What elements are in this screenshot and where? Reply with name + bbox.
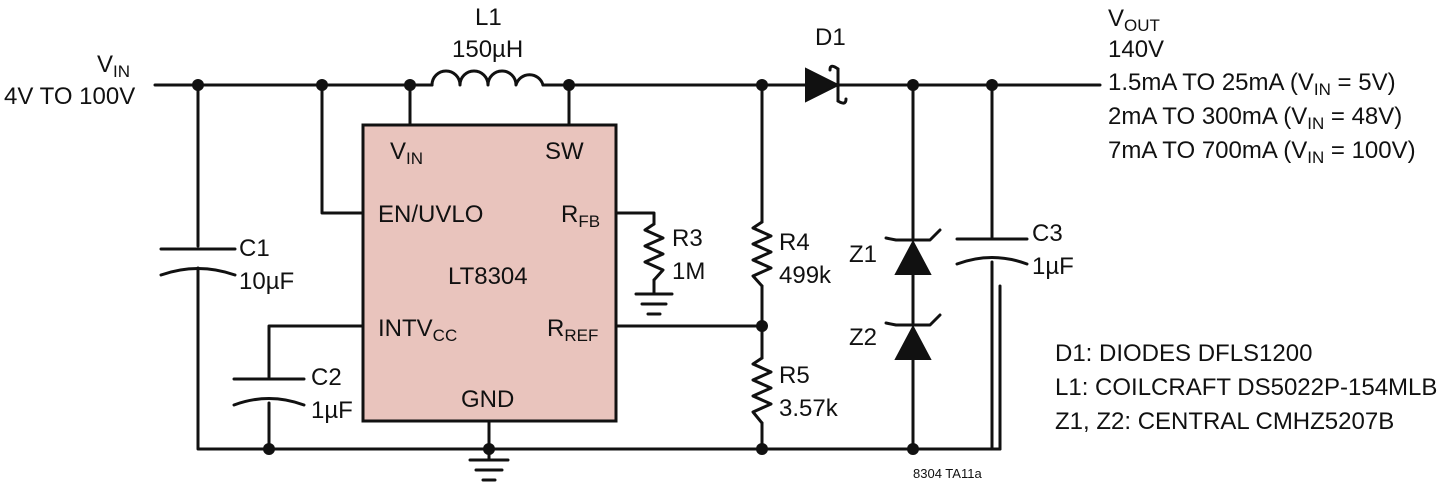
bom-line-d1: D1: DIODES DFLS1200: [1055, 340, 1312, 367]
ground-symbol-r3: [634, 292, 674, 316]
capacitor-c3: [955, 237, 1029, 266]
resistor-r4: [751, 220, 773, 288]
resistor-r5: [751, 356, 773, 425]
lt8304-ic-body: [361, 123, 618, 423]
vout-spec-line-2: 2mA TO 300mA (VIN = 48V): [1108, 103, 1402, 133]
ic-pin-gnd: GND: [461, 386, 514, 413]
ic-pin-en-uvlo: EN/UVLO: [378, 201, 483, 228]
c1-ref: C1: [239, 235, 270, 262]
zener-z1: [884, 228, 942, 275]
r5-value: 3.57k: [779, 395, 839, 422]
l1-value: 150µH: [452, 36, 523, 63]
vout-spec-line-3: 7mA TO 700mA (VIN = 100V): [1108, 137, 1416, 167]
c2-value: 1µF: [311, 397, 353, 424]
r4-value: 499k: [779, 262, 832, 289]
vout-spec-line-1: 1.5mA TO 25mA (VIN = 5V): [1108, 69, 1396, 99]
ic-pin-rfb: RFB: [561, 201, 600, 231]
vout-label: VOUT: [1108, 5, 1160, 35]
resistor-r3: [643, 222, 665, 282]
r3-value: 1M: [672, 258, 705, 285]
ic-pin-vin: VIN: [390, 138, 423, 168]
ic-pin-intvcc: INTVCC: [378, 315, 457, 345]
r3-ref: R3: [672, 225, 703, 252]
c1-value: 10µF: [239, 268, 294, 295]
zener-z2: [884, 313, 942, 360]
capacitor-c2: [232, 377, 306, 407]
inductor-l1: [430, 69, 545, 87]
c3-ref: C3: [1032, 220, 1063, 247]
vin-range: 4V TO 100V: [4, 83, 135, 110]
r5-ref: R5: [779, 362, 810, 389]
vin-label: VIN: [97, 51, 130, 81]
junction-dots: [192, 79, 998, 455]
bom-line-z1-z2: Z1, Z2: CENTRAL CMHZ5207B: [1055, 408, 1394, 435]
ic-pin-rref: RREF: [547, 315, 598, 345]
wires: [153, 83, 1102, 462]
ground-symbol-ic: [468, 458, 510, 482]
r4-ref: R4: [779, 229, 810, 256]
z2-ref: Z2: [849, 324, 877, 351]
ic-pin-sw: SW: [545, 138, 584, 165]
ic-name: LT8304: [448, 263, 528, 290]
vout-voltage: 140V: [1108, 36, 1164, 63]
l1-ref: L1: [475, 4, 502, 31]
z1-ref: Z1: [849, 241, 877, 268]
bom-line-l1: L1: COILCRAFT DS5022P-154MLB: [1055, 374, 1437, 401]
schottky-diode-d1: [805, 64, 860, 105]
c3-value: 1µF: [1032, 253, 1074, 280]
drawing-id: 8304 TA11a: [913, 466, 982, 481]
c2-ref: C2: [311, 364, 342, 391]
d1-ref: D1: [815, 24, 846, 51]
